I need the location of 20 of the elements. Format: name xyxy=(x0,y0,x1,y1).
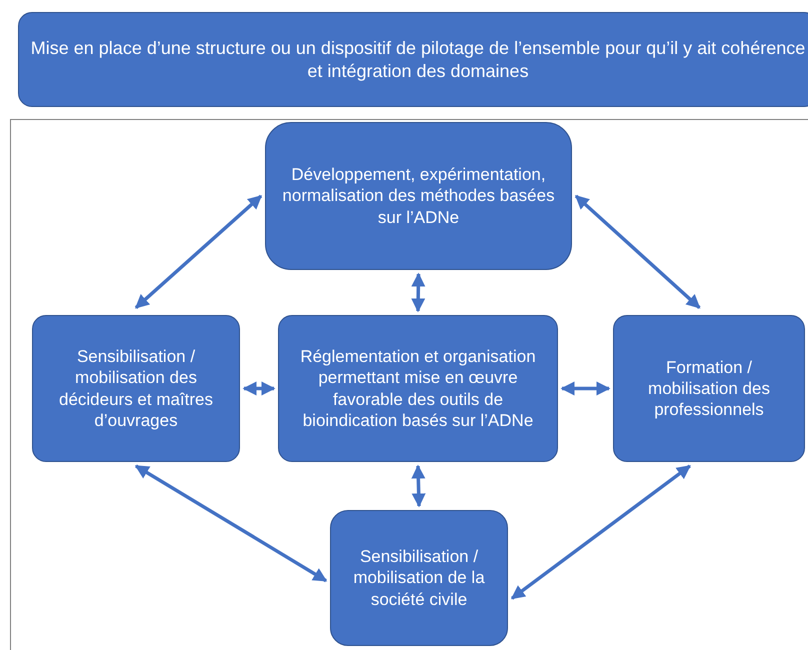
process-box xyxy=(613,315,805,462)
node-text: Sensibilisation / mobilisation des décideurs et maîtres d’ouvrages xyxy=(58,346,214,431)
node-text: Développement, expérimentation, normalisation des méthodes basées sur l’ADNe xyxy=(281,164,556,228)
double-arrow xyxy=(134,194,262,309)
double-arrow xyxy=(242,382,276,396)
double-arrow xyxy=(134,464,328,582)
node-text: Mise en place d’une structure ou un dispositif de pilotage de l’ensemble pour qu’il y ait cohérence et intégration des domaines xyxy=(30,37,806,82)
banner-box xyxy=(18,12,808,107)
process-box xyxy=(265,122,572,270)
process-box xyxy=(32,315,240,462)
node-text: Formation / mobilisation des professionnels xyxy=(647,356,771,420)
node-text: Réglementation et organisation permettant mise en œuvre favorable des outils de bioindication basés sur l’ADNe xyxy=(299,346,537,431)
double-arrow xyxy=(411,272,426,312)
process-box xyxy=(330,510,508,646)
double-arrow xyxy=(574,194,701,309)
process-box xyxy=(278,315,558,462)
node-text: Sensibilisation / mobilisation de la société civile xyxy=(352,546,486,610)
double-arrow xyxy=(510,464,691,600)
double-arrow xyxy=(411,464,426,508)
double-arrow xyxy=(560,382,610,396)
